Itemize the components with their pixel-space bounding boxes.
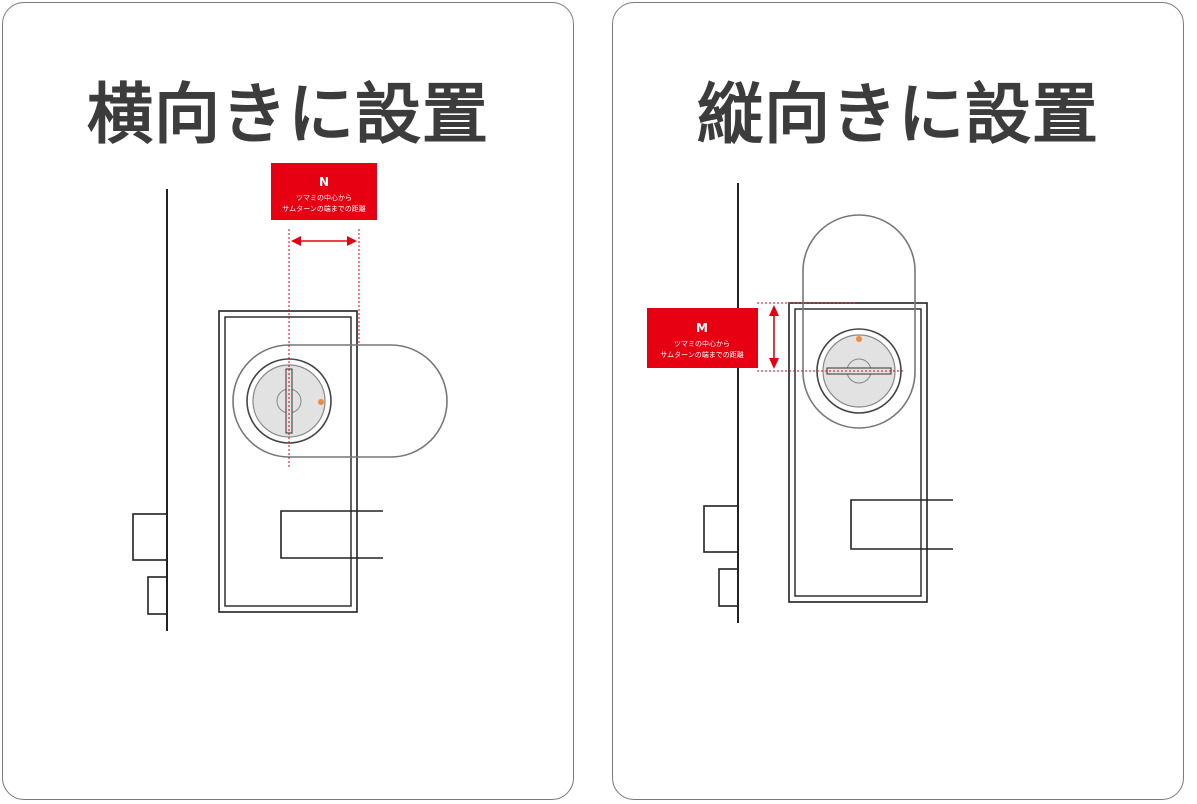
- label-letter-m: M: [696, 321, 708, 335]
- label-line1: ツマミの中心から: [674, 339, 730, 348]
- dimension-label-box-n: [271, 163, 377, 220]
- smart-lock-device: [232, 344, 448, 458]
- smart-lock-device: [802, 214, 916, 429]
- lock-case-inner: [224, 316, 352, 607]
- strike-block-lower: [147, 576, 168, 615]
- arrow-head-bottom: [769, 358, 779, 369]
- arrow-head-right: [347, 236, 357, 246]
- dimension-label-box-m: [647, 308, 758, 368]
- strike-block-lower: [718, 568, 739, 607]
- lock-case-inner: [794, 308, 922, 597]
- strike-block-upper: [703, 505, 739, 553]
- lever-handle: [280, 510, 383, 559]
- lock-case-outer: [218, 310, 358, 613]
- position-marker: [318, 399, 324, 405]
- horizontal-install-title: 横向きに設置: [87, 76, 489, 153]
- arrow-head-top: [769, 305, 779, 316]
- horizontal-install-diagram: N ツマミの中心から サムターンの端までの距離: [132, 163, 448, 631]
- label-line1: ツマミの中心から: [296, 193, 352, 202]
- lever-handle: [850, 499, 953, 550]
- arrow-head-left: [291, 236, 301, 246]
- strike-block-upper: [132, 513, 168, 561]
- vertical-install-diagram: M ツマミの中心から サムターンの端までの距離: [647, 183, 953, 623]
- label-line2: サムターンの端までの距離: [282, 204, 366, 213]
- label-letter-n: N: [319, 175, 329, 189]
- vertical-install-title: 縦向きに設置: [697, 76, 1099, 153]
- label-line2: サムターンの端までの距離: [660, 350, 744, 359]
- horizontal-install-panel: 横向きに設置 N ツマミの中心から サムターンの端までの距離: [2, 2, 574, 800]
- vertical-install-panel: 縦向きに設置 M ツマミの中心から サムターンの端までの距離: [612, 2, 1184, 800]
- lock-case-outer: [788, 302, 928, 603]
- position-marker: [856, 336, 862, 342]
